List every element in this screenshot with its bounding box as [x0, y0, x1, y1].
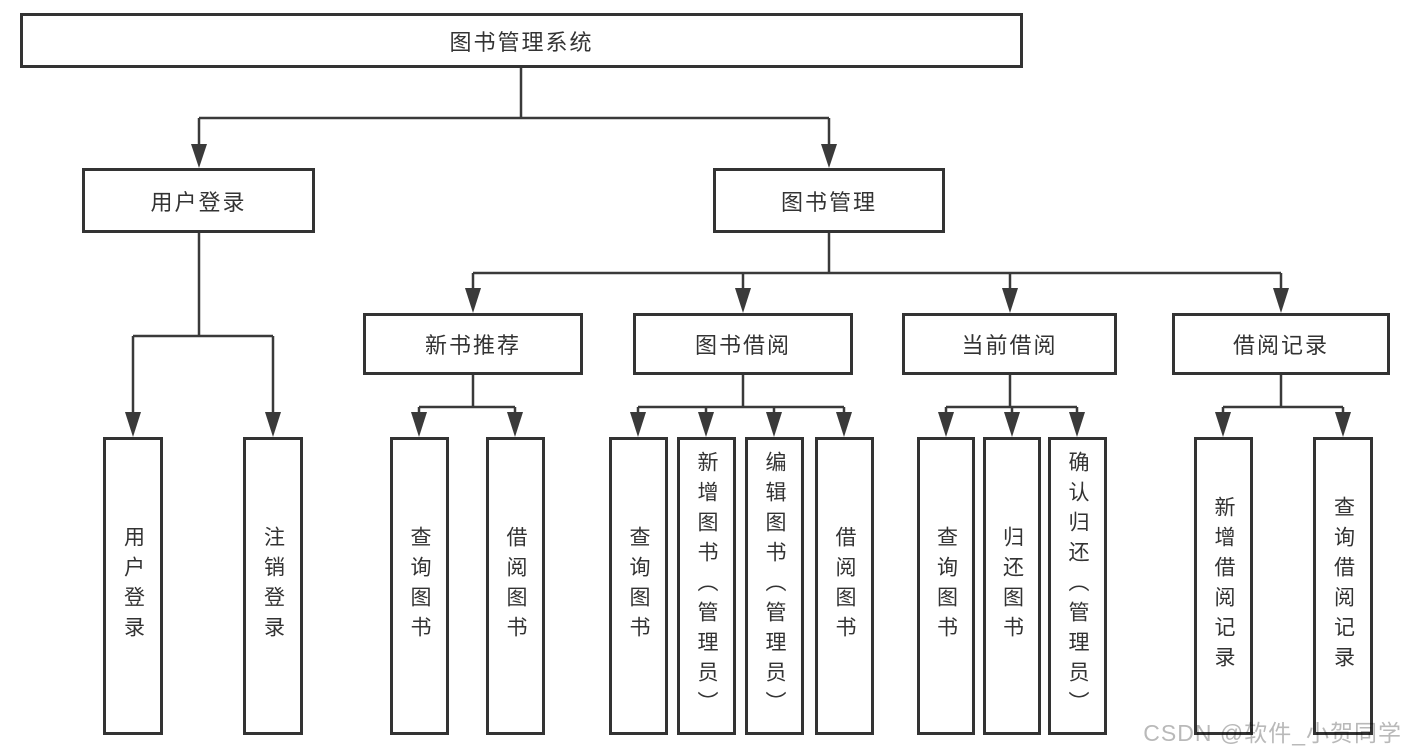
node-new-book-recommendation: 新书推荐 — [363, 313, 583, 375]
connector-borrowing-records-children — [1215, 375, 1351, 437]
node-label: 新增图书（管理员） — [695, 451, 718, 721]
arrowhead-icon — [766, 412, 782, 437]
node-label: 借阅图书 — [833, 526, 856, 646]
arrowhead-icon — [698, 412, 714, 437]
arrowhead-icon — [507, 412, 523, 437]
node-label: 查询图书 — [408, 526, 431, 646]
leaf-logout: 注销登录 — [243, 437, 303, 735]
leaf-borrow-books-recommendation: 借阅图书 — [486, 437, 545, 735]
node-label: 归还图书 — [1000, 526, 1024, 646]
leaf-query-books-current: 查询图书 — [917, 437, 975, 735]
node-book-borrowing: 图书借阅 — [633, 313, 853, 375]
arrowhead-icon — [630, 412, 646, 437]
connector-book-borrowing-children — [630, 375, 852, 437]
leaf-return-books: 归还图书 — [983, 437, 1041, 735]
arrowhead-icon — [1004, 412, 1020, 437]
node-book-management: 图书管理 — [713, 168, 945, 233]
node-label: 编辑图书（管理员） — [763, 451, 786, 721]
node-label: 确认归还（管理员） — [1066, 451, 1089, 721]
leaf-borrow-books: 借阅图书 — [815, 437, 874, 735]
arrowhead-icon — [1069, 412, 1085, 437]
node-label: 新增借阅记录 — [1212, 496, 1235, 676]
arrowhead-icon — [411, 412, 427, 437]
node-label: 注销登录 — [261, 526, 285, 646]
arrowhead-icon — [125, 412, 141, 437]
node-label: 用户登录 — [121, 526, 145, 646]
leaf-add-borrowing-record: 新增借阅记录 — [1194, 437, 1253, 735]
leaf-query-books-recommendation: 查询图书 — [390, 437, 449, 735]
arrowhead-icon — [1215, 412, 1231, 437]
connector-new-book-recommendation-children — [411, 375, 523, 437]
node-label: 查询图书 — [627, 526, 650, 646]
connector-root-to-level2 — [191, 68, 837, 168]
leaf-add-books-admin: 新增图书（管理员） — [677, 437, 736, 735]
arrowhead-icon — [1002, 288, 1018, 313]
leaf-query-books-borrowing: 查询图书 — [609, 437, 668, 735]
arrowhead-icon — [735, 288, 751, 313]
arrowhead-icon — [821, 144, 837, 168]
node-label: 图书管理系统 — [449, 29, 594, 55]
arrowhead-icon — [1273, 288, 1289, 313]
connector-user-login-children — [125, 233, 281, 437]
node-label: 借阅记录 — [1232, 333, 1329, 358]
node-label: 图书借阅 — [694, 333, 791, 358]
arrowhead-icon — [465, 288, 481, 313]
arrowhead-icon — [191, 144, 207, 168]
connector-book-management-children — [465, 233, 1289, 313]
node-library-management-system: 图书管理系统 — [20, 13, 1023, 68]
node-label: 借阅图书 — [504, 526, 527, 646]
node-label: 当前借阅 — [961, 333, 1058, 358]
leaf-edit-books-admin: 编辑图书（管理员） — [745, 437, 804, 735]
leaf-confirm-return-admin: 确认归还（管理员） — [1048, 437, 1107, 735]
node-label: 查询图书 — [934, 526, 958, 646]
node-user-login: 用户登录 — [82, 168, 315, 233]
arrowhead-icon — [1335, 412, 1351, 437]
node-current-borrowing: 当前借阅 — [902, 313, 1117, 375]
arrowhead-icon — [938, 412, 954, 437]
leaf-query-borrowing-record: 查询借阅记录 — [1313, 437, 1373, 735]
connector-current-borrowing-children — [938, 375, 1085, 437]
leaf-user-login: 用户登录 — [103, 437, 163, 735]
node-label: 新书推荐 — [424, 333, 521, 358]
node-label: 查询借阅记录 — [1331, 496, 1355, 676]
node-label: 图书管理 — [780, 189, 877, 215]
csdn-watermark: CSDN @软件_小贺同学 — [1143, 720, 1402, 746]
arrowhead-icon — [836, 412, 852, 437]
arrowhead-icon — [265, 412, 281, 437]
node-borrowing-records: 借阅记录 — [1172, 313, 1390, 375]
node-label: 用户登录 — [150, 189, 247, 215]
